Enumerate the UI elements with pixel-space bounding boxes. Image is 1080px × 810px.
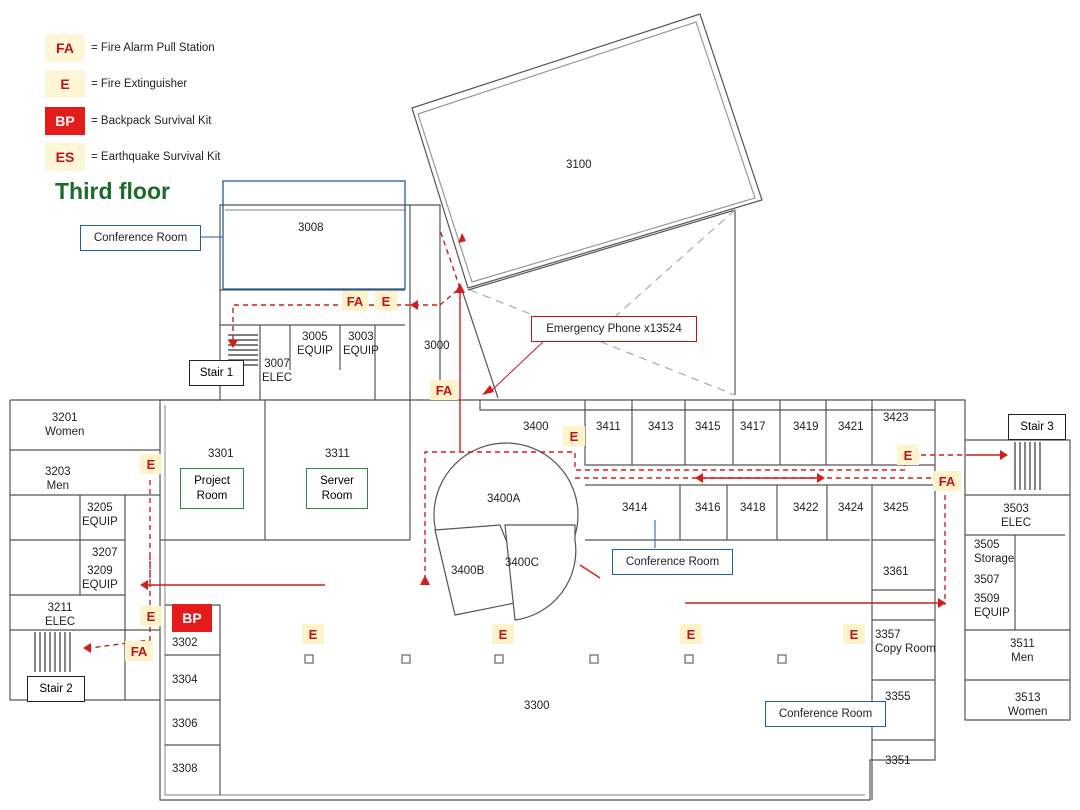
legend-fire-alarm-label: = Fire Alarm Pull Station [91,42,215,54]
room-3411: 3411 [596,421,621,433]
legend-earthquake-kit-label: = Earthquake Survival Kit [91,151,221,163]
fire-extinguisher-marker: E [375,291,397,311]
room-3419: 3419 [793,421,819,433]
fire-extinguisher-marker: E [302,624,324,644]
stair-1-label: Stair 1 [189,360,244,386]
conference-room-3008-outline [222,180,406,290]
fire-extinguisher-marker: E [492,624,514,644]
stair-2-label: Stair 2 [27,676,85,702]
emergency-phone-callout: Emergency Phone x13524 [531,316,697,342]
fire-alarm-marker: FA [125,641,153,661]
legend-fire-extinguisher: E = Fire Extinguisher [45,70,187,98]
room-3207: 3207 [92,547,118,559]
room-3300: 3300 [524,700,550,712]
room-3351: 3351 [885,755,911,767]
room-3008: 3008 [298,222,324,234]
room-3414: 3414 [622,502,648,514]
room-3422: 3422 [793,502,819,514]
legend-backpack-kit-label: = Backpack Survival Kit [91,115,212,127]
room-3100: 3100 [566,159,592,171]
fire-extinguisher-marker: E [140,454,162,474]
backpack-kit-marker: BP [172,604,212,632]
legend-fire-extinguisher-label: = Fire Extinguisher [91,78,188,90]
room-3400a: 3400A [487,493,521,505]
fire-extinguisher-marker: E [140,606,162,626]
room-3361: 3361 [883,566,909,578]
room-3507: 3507 [974,574,1000,586]
conference-room-callout-3400: Conference Room [612,549,733,575]
legend-backpack-kit: BP = Backpack Survival Kit [45,107,211,135]
room-3308: 3308 [172,763,198,775]
fire-alarm-marker: FA [430,380,458,400]
fire-alarm-icon: FA [45,34,85,62]
room-3355: 3355 [885,691,911,703]
legend-fire-alarm: FA = Fire Alarm Pull Station [45,34,215,62]
fire-extinguisher-marker: E [843,624,865,644]
room-3311: 3311 [325,448,350,460]
room-3415: 3415 [695,421,721,433]
room-3400c: 3400C [505,557,539,569]
room-3400b: 3400B [451,565,485,577]
room-3304: 3304 [172,674,198,686]
conference-room-callout-3300: Conference Room [765,701,886,727]
fire-alarm-marker: FA [933,471,961,491]
floor-title: Third floor [55,178,170,204]
room-3400: 3400 [523,421,549,433]
room-3100-outline [411,13,763,289]
room-3416: 3416 [695,502,721,514]
earthquake-kit-icon: ES [45,143,85,171]
conference-room-callout-3008: Conference Room [80,225,201,251]
room-3302: 3302 [172,637,198,649]
room-3000: 3000 [424,340,450,352]
room-3424: 3424 [838,502,864,514]
room-3301: 3301 [208,448,234,460]
fire-extinguisher-marker: E [897,445,919,465]
stair-3-label: Stair 3 [1008,414,1066,440]
room-3306: 3306 [172,718,198,730]
legend-earthquake-kit: ES = Earthquake Survival Kit [45,143,220,171]
backpack-kit-icon: BP [45,107,85,135]
room-3413: 3413 [648,421,674,433]
fire-extinguisher-icon: E [45,70,85,98]
room-3417: 3417 [740,421,766,433]
fire-extinguisher-marker: E [563,426,585,446]
fire-alarm-marker: FA [342,291,368,311]
room-3423: 3423 [883,412,909,424]
room-3425: 3425 [883,502,909,514]
room-3418: 3418 [740,502,766,514]
room-3421: 3421 [838,421,864,433]
fire-extinguisher-marker: E [680,624,702,644]
